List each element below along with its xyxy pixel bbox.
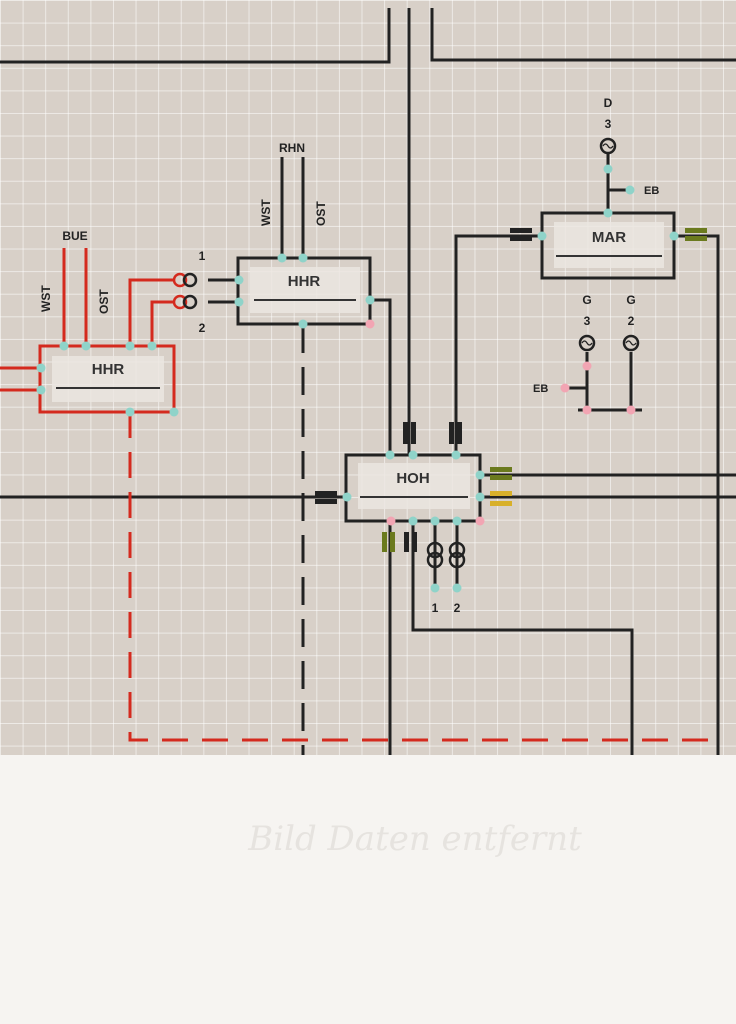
label-coupler-2: 2 (199, 321, 206, 335)
coupler-icon-red (172, 272, 188, 310)
pink-node-dots (365, 319, 636, 526)
connector-markers (315, 228, 707, 552)
node-dots (36, 164, 679, 593)
red-lines (0, 248, 176, 414)
coupler-icon-black (182, 272, 466, 569)
label-coupler-1: 1 (199, 249, 206, 263)
sine-wave-icons (581, 143, 637, 346)
label-generator-g-right: G (626, 293, 635, 307)
schematic-board (0, 0, 736, 755)
label-wst-top: WST (259, 199, 273, 226)
label-generator-d: D (604, 96, 613, 110)
faint-paper-text: Bild Daten entfernt (247, 819, 582, 859)
label-generator-g-right-number: 2 (628, 314, 635, 328)
label-ost-left: OST (97, 289, 111, 314)
label-hoh-1: 1 (432, 601, 439, 615)
label-generator-g-left: G (582, 293, 591, 307)
label-eb-mid: EB (533, 383, 548, 395)
signal-box-hhr-top[interactable]: HHR (250, 267, 360, 313)
label-generator-g-left-number: 3 (584, 314, 591, 328)
red-dashed-lines (128, 412, 718, 742)
signal-box-label: HHR (288, 273, 321, 290)
label-hoh-2: 2 (454, 601, 461, 615)
label-rhn: RHN (279, 141, 305, 155)
signal-box-mar[interactable]: MAR (554, 222, 664, 268)
signal-box-label: HOH (396, 470, 429, 487)
boundary-lines (0, 8, 736, 64)
label-ost-top: OST (314, 201, 328, 226)
signal-box-label: MAR (592, 229, 626, 246)
label-bue: BUE (62, 229, 87, 243)
signal-box-hhr-left[interactable]: HHR (52, 356, 164, 402)
paper-margin (0, 755, 736, 1024)
signal-box-hoh[interactable]: HOH (358, 463, 470, 509)
label-eb-top: EB (644, 185, 659, 197)
label-generator-d-number: 3 (605, 117, 612, 131)
signal-box-label: HHR (92, 361, 125, 378)
label-wst-left: WST (39, 285, 53, 312)
